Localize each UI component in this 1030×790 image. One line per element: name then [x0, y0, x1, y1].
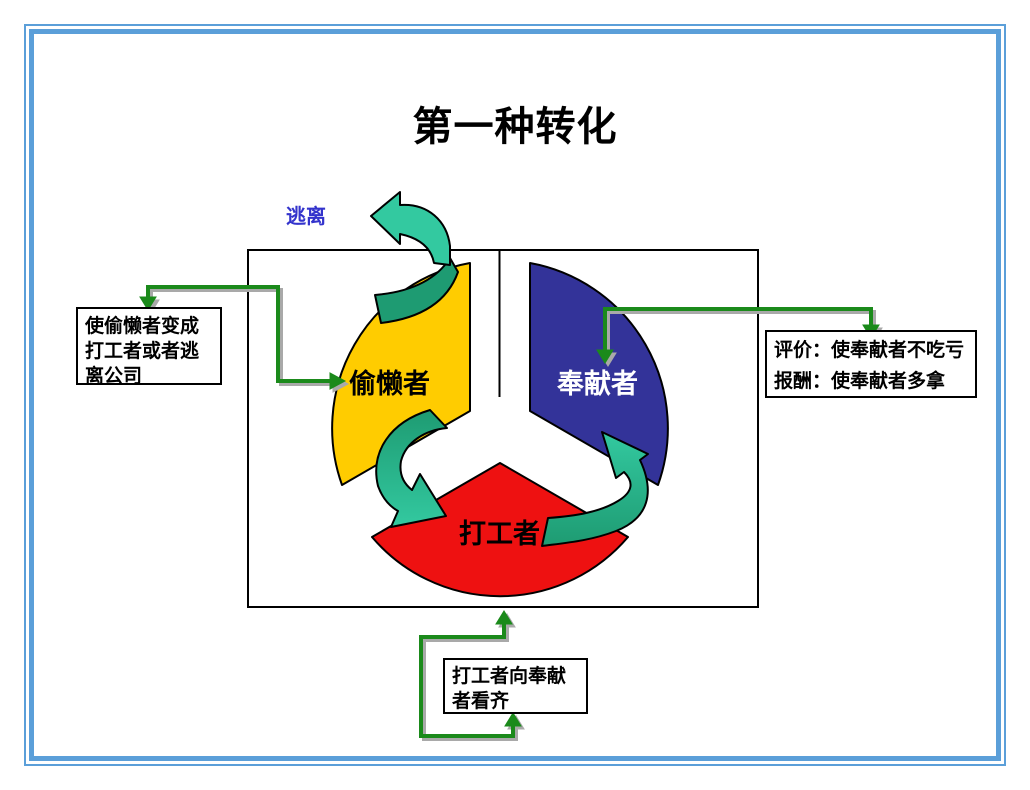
arrowhead-right-icon	[329, 372, 347, 390]
arrowhead-up-icon	[504, 712, 522, 727]
slice-contributor	[529, 262, 669, 486]
note-right-line-2: 报酬：使奉献者多拿	[774, 371, 946, 392]
connector-bottom	[419, 610, 525, 741]
cycle-arrow-slacker-to-worker-icon	[375, 409, 448, 528]
slice-label-contributor: 奉献者	[557, 369, 638, 399]
note-right-line-1: 评价：使奉献者不吃亏	[774, 340, 965, 361]
slice-label-slacker: 偷懒者	[349, 369, 430, 399]
note-box-bottom: 打工者向奉献者看齐	[443, 658, 588, 714]
escape-label: 逃离	[286, 206, 326, 228]
connector-left	[139, 285, 350, 393]
slice-label-worker: 打工者	[459, 519, 540, 549]
arrowhead-down-icon	[139, 296, 157, 311]
slice-worker	[371, 462, 629, 598]
slide-border-inner	[29, 29, 1001, 761]
arrowhead-down-icon	[596, 349, 614, 364]
diagram-frame	[247, 249, 759, 608]
cycle-arrow-worker-to-contributor-icon	[541, 431, 649, 547]
page-title: 第一种转化	[412, 105, 618, 149]
escape-curved-arrow-icon	[370, 191, 459, 324]
arrowhead-up-icon	[495, 610, 513, 625]
note-box-right: 评价：使奉献者不吃亏 报酬：使奉献者多拿	[765, 330, 977, 398]
slide-border-outer	[24, 24, 1006, 766]
note-box-left: 使偷懒者变成打工者或者逃离公司	[76, 307, 222, 387]
